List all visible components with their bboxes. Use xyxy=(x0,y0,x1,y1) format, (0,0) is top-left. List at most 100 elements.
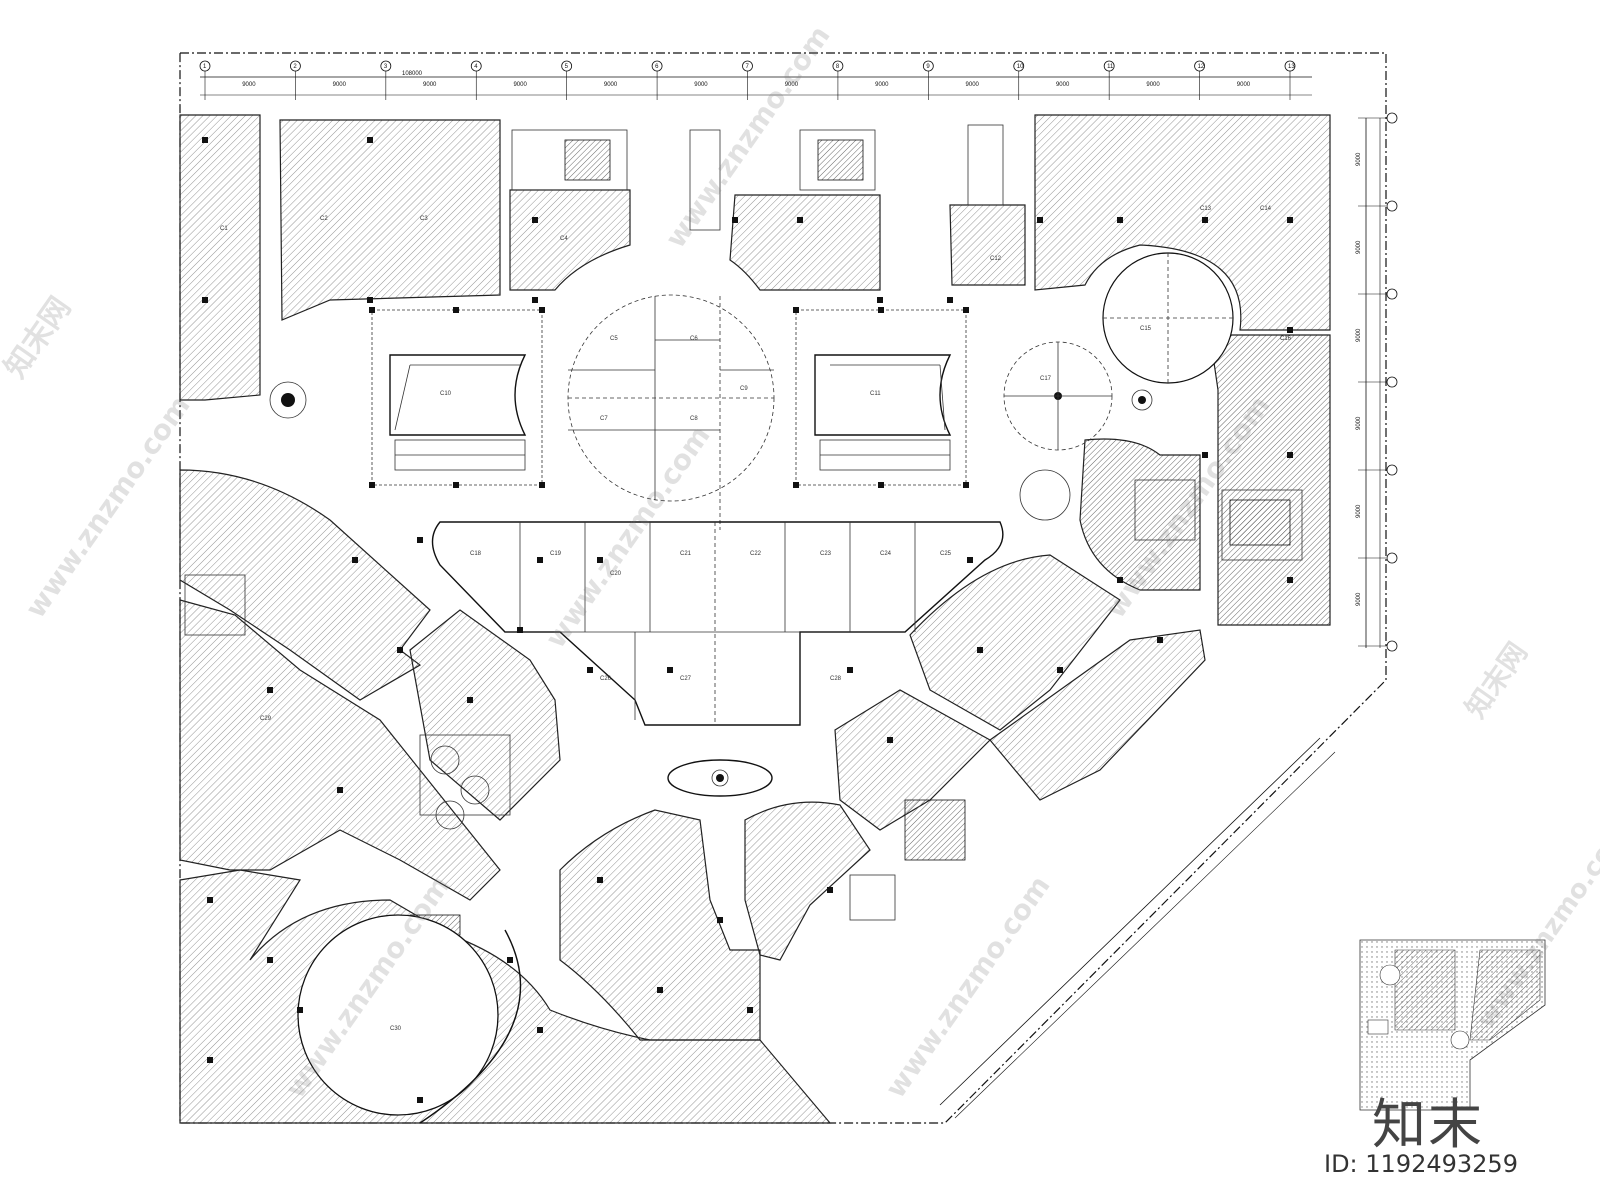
middle-shop-row xyxy=(431,521,1004,726)
structural-column xyxy=(717,917,723,923)
dimension-segment: 9000 xyxy=(694,82,708,88)
dimension-segment: 9000 xyxy=(604,82,618,88)
grid-axis-label: 5 xyxy=(565,64,569,70)
structural-column xyxy=(367,297,373,303)
key-plan xyxy=(1359,939,1546,1111)
atrium-left xyxy=(371,309,543,486)
structural-column xyxy=(267,957,273,963)
central-circle-kiosk xyxy=(567,294,775,530)
dimension-segment: 9000 xyxy=(785,82,799,88)
structural-column xyxy=(878,307,884,313)
structural-column xyxy=(977,647,983,653)
grid-axis-label: 6 xyxy=(655,64,659,70)
dimension-segment: 9000 xyxy=(1237,82,1251,88)
structural-column xyxy=(963,307,969,313)
structural-column xyxy=(202,297,208,303)
grid-axis-marker: 12 9000 xyxy=(1194,60,1251,100)
structural-column xyxy=(537,557,543,563)
dimension-segment: 9000 xyxy=(1356,416,1362,430)
structural-column xyxy=(963,482,969,488)
grid-axis-label: 4 xyxy=(474,64,478,70)
shop-label: C7 xyxy=(600,416,608,422)
svg-text:www.znzmo.com: www.znzmo.com xyxy=(19,390,197,624)
shop-label: C8 xyxy=(690,416,698,422)
shop-label: C9 xyxy=(740,386,748,392)
grid-axis-marker: 3 9000 xyxy=(380,60,437,100)
structural-column xyxy=(207,1057,213,1063)
structural-column xyxy=(1117,577,1123,583)
shop-label: C22 xyxy=(750,551,762,557)
grid-axis-marker: 9000 xyxy=(1356,552,1398,606)
structural-column xyxy=(657,987,663,993)
structural-column xyxy=(417,537,423,543)
structural-column xyxy=(507,957,513,963)
shop-label: C3 xyxy=(420,216,428,222)
grid-axis-marker: 6 9000 xyxy=(651,60,708,100)
structural-column xyxy=(793,482,799,488)
structural-column xyxy=(1057,667,1063,673)
east-shops xyxy=(834,438,1206,831)
fountain xyxy=(667,759,773,797)
grid-axis-marker: 9000 xyxy=(1356,288,1398,342)
shop-label: C23 xyxy=(820,551,832,557)
structural-column xyxy=(1287,452,1293,458)
grid-axis-label: 13 xyxy=(1288,64,1295,70)
shop-label: C6 xyxy=(690,336,698,342)
svg-text:www.znzmo.com: www.znzmo.com xyxy=(879,870,1057,1104)
shop-label: C21 xyxy=(680,551,692,557)
shop-label: C26 xyxy=(600,676,612,682)
structural-column xyxy=(202,137,208,143)
shop-label: C14 xyxy=(1260,206,1272,212)
grid-axis-label: 10 xyxy=(1017,64,1024,70)
structural-column xyxy=(847,667,853,673)
dimension-segment: 9000 xyxy=(1356,504,1362,518)
dimension-segment: 9000 xyxy=(423,82,437,88)
structural-column xyxy=(1287,577,1293,583)
structural-column xyxy=(207,897,213,903)
structural-column xyxy=(267,687,273,693)
dimension-total: 108000 xyxy=(402,71,423,77)
structural-column xyxy=(352,557,358,563)
structural-column xyxy=(1157,637,1163,643)
shop-label: C19 xyxy=(550,551,562,557)
south-rotunda xyxy=(297,914,522,1124)
grid-axis-label: 12 xyxy=(1198,64,1205,70)
brand-logo: 知末 xyxy=(1372,1093,1484,1156)
grid-axis-label: 3 xyxy=(384,64,388,70)
shop-label: C10 xyxy=(440,391,452,397)
structural-column xyxy=(587,667,593,673)
round-kiosks xyxy=(1003,252,1234,521)
dimension-segment: 9000 xyxy=(1356,152,1362,166)
shop-label: C29 xyxy=(260,716,272,722)
structural-column xyxy=(667,667,673,673)
structural-column xyxy=(453,307,459,313)
structural-column xyxy=(797,217,803,223)
grid-axis-label: 2 xyxy=(293,64,297,70)
shop-label: C5 xyxy=(610,336,618,342)
structural-column xyxy=(877,297,883,303)
dimension-segment: 9000 xyxy=(1356,328,1362,342)
shop-label: C27 xyxy=(680,676,692,682)
dimension-segment: 9000 xyxy=(966,82,980,88)
grid-axis-marker: 5 9000 xyxy=(561,60,618,100)
structural-column xyxy=(793,307,799,313)
structural-column xyxy=(1117,217,1123,223)
image-id-label: ID: 1192493259 xyxy=(1324,1150,1518,1178)
dimension-segment: 9000 xyxy=(1146,82,1160,88)
structural-columns xyxy=(202,137,1293,1103)
shop-label: C4 xyxy=(560,236,568,242)
shop-label: C20 xyxy=(610,571,622,577)
structural-column xyxy=(947,297,953,303)
west-south-shops xyxy=(179,469,871,1124)
structural-column xyxy=(369,307,375,313)
grid-axis-marker: 9000 xyxy=(1356,200,1398,254)
grid-axis-marker: 9000 xyxy=(1356,464,1398,518)
dimension-segment: 9000 xyxy=(1356,592,1362,606)
